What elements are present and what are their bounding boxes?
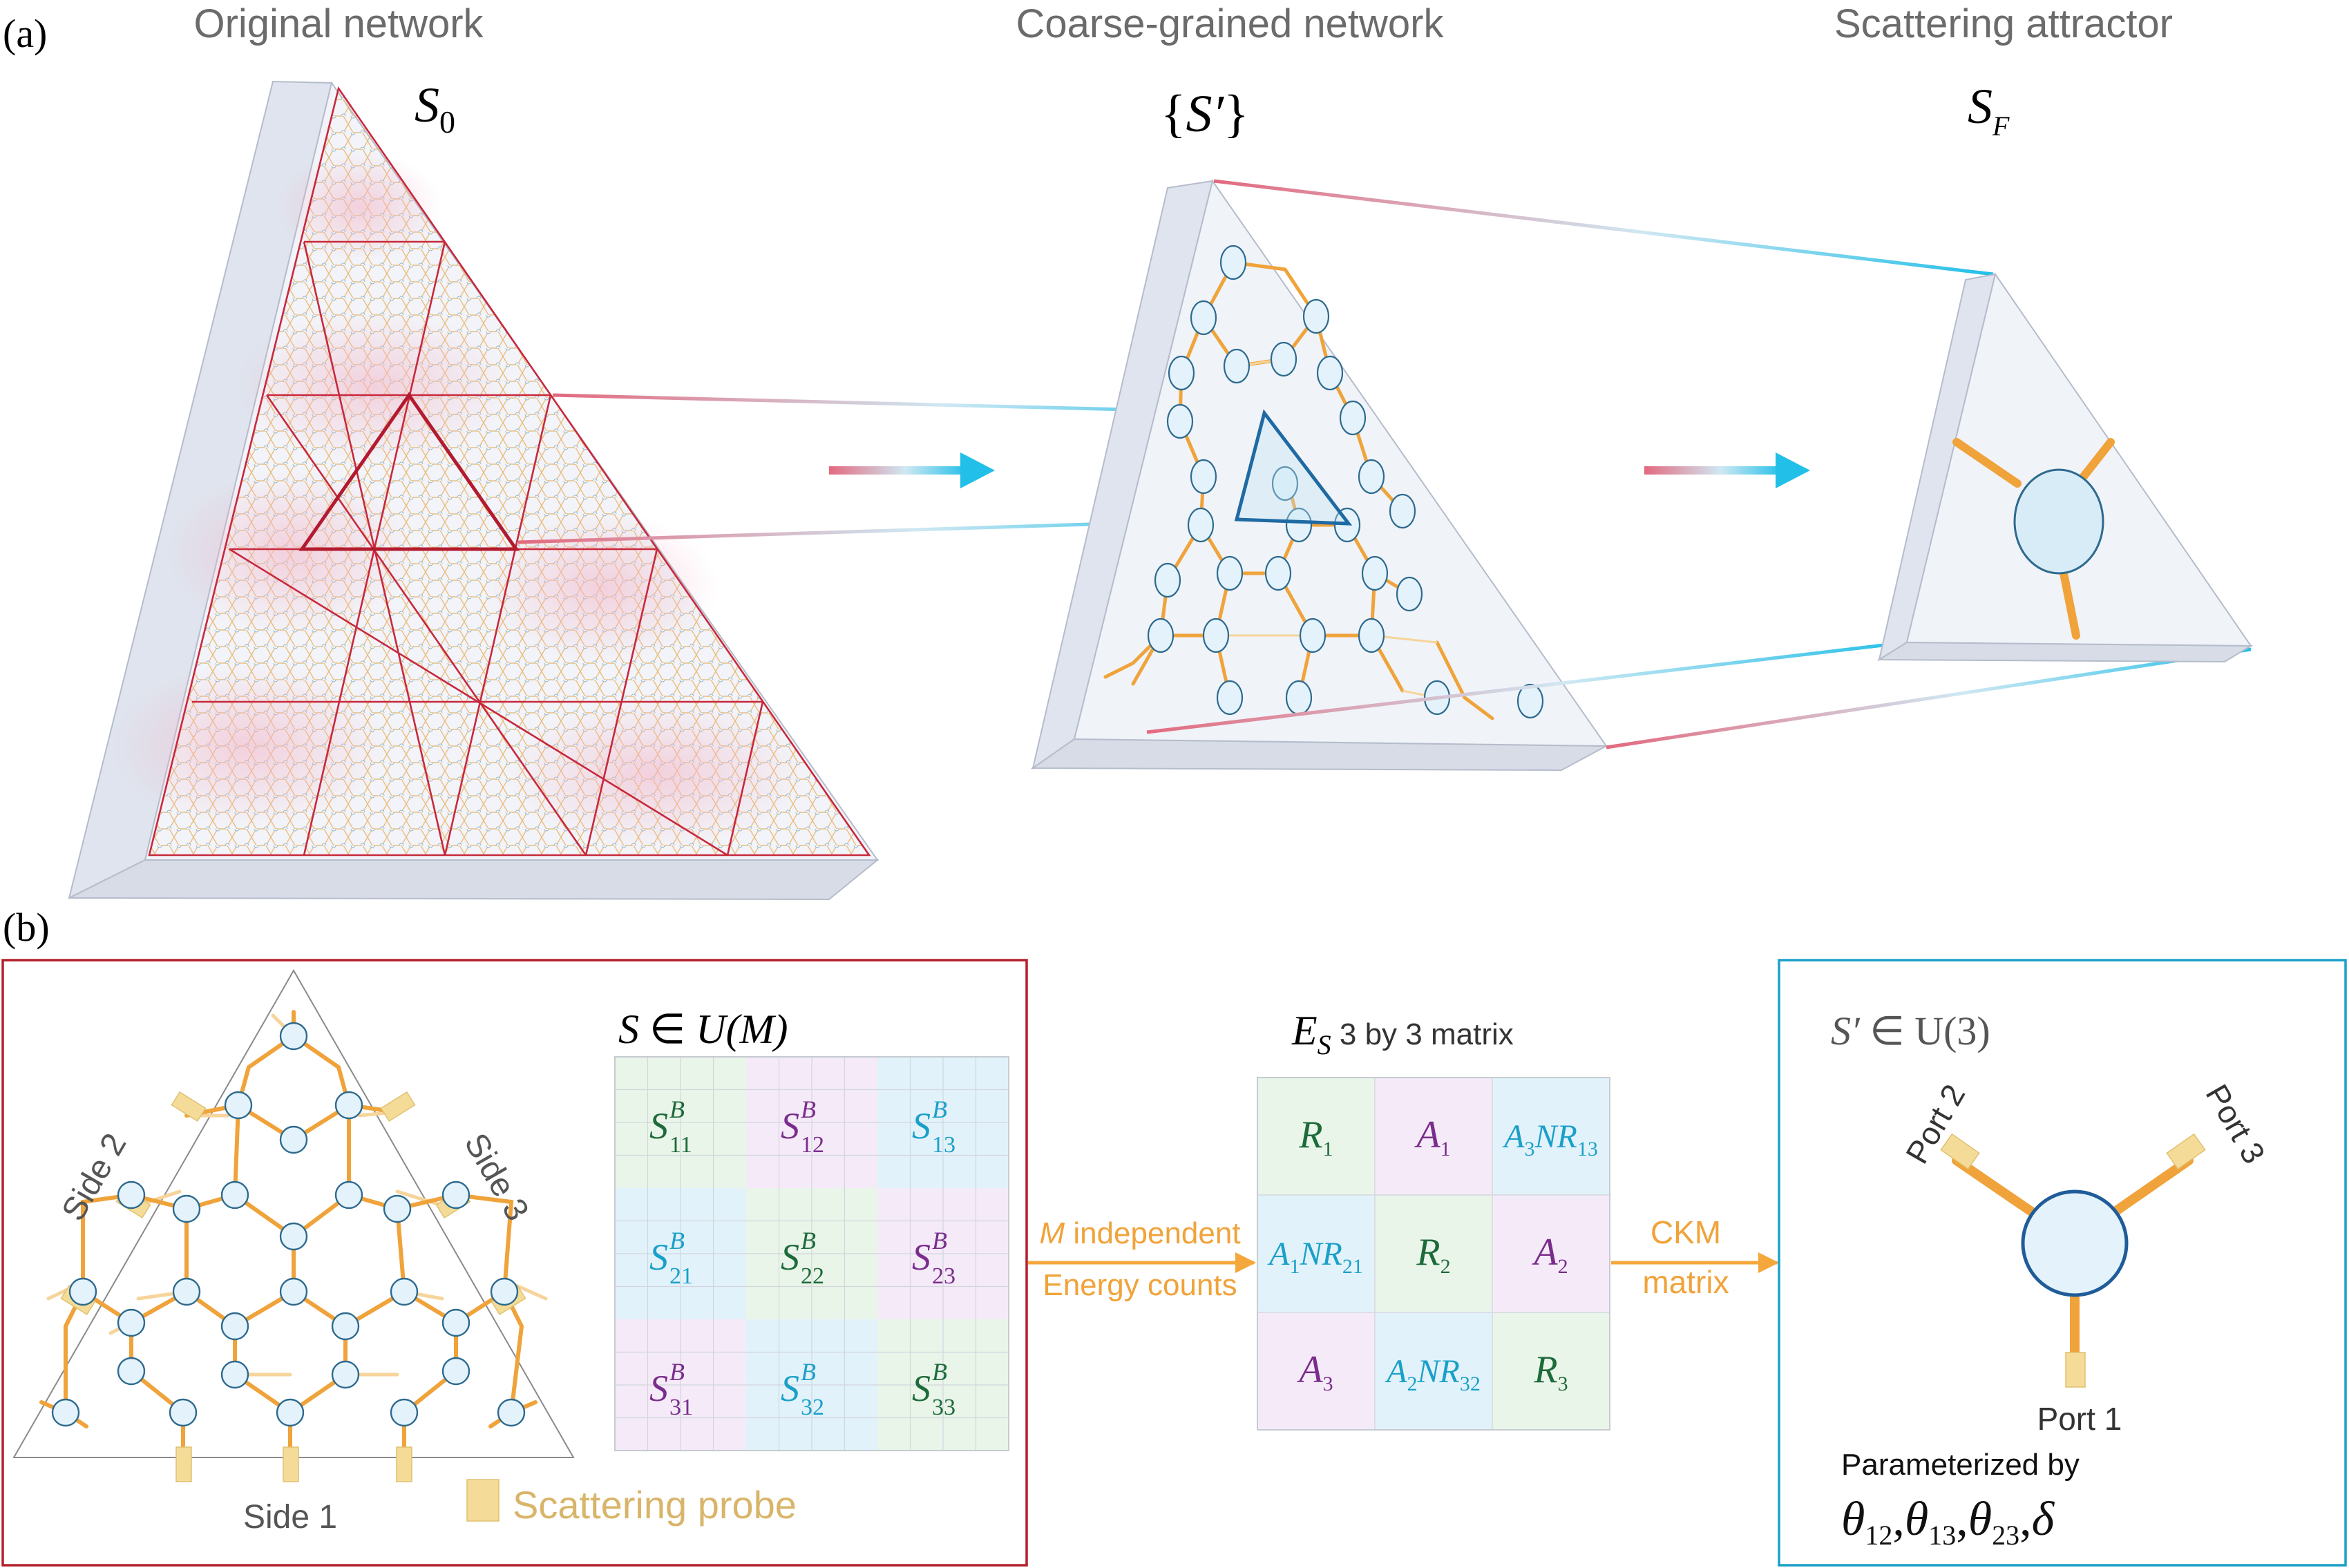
panel-a-label: (a) [3, 11, 47, 56]
probe-network-diagram [12, 968, 575, 1482]
svg-text:R3: R3 [1533, 1348, 1568, 1395]
svg-text:R2: R2 [1416, 1231, 1450, 1278]
svg-text:R1: R1 [1298, 1113, 1333, 1160]
port-3-label: Port 3 [2199, 1078, 2272, 1169]
svg-text:A2NR32: A2NR32 [1385, 1353, 1481, 1395]
scattering-attractor-prism [1876, 272, 2254, 663]
side-1-label: Side 1 [243, 1499, 337, 1536]
arrow-2-line-2: matrix [1642, 1264, 1729, 1300]
es-cell-23: A2 [1492, 1194, 1610, 1313]
stage-arrow-1 [829, 452, 995, 488]
projection-line-lower [1606, 647, 2252, 749]
port-2-probe [1940, 1133, 1980, 1170]
side-2-label: Side 2 [55, 1127, 134, 1227]
port-1-label: Port 1 [2037, 1401, 2122, 1437]
projection-line-middle [1146, 640, 1908, 734]
three-port-scatterer [1940, 1133, 2206, 1388]
svg-text:A3NR13: A3NR13 [1502, 1118, 1598, 1160]
probe-legend-swatch [466, 1479, 500, 1522]
svg-text:A3: A3 [1296, 1348, 1333, 1395]
es-cell-33: R3 [1492, 1312, 1610, 1431]
es-cell-21: A1NR21 [1257, 1194, 1376, 1313]
svg-text:A2: A2 [1531, 1231, 1568, 1278]
es-cell-11: R1 [1257, 1077, 1376, 1196]
title-original-network: Original network [193, 1, 484, 46]
side-3-label: Side 3 [457, 1127, 535, 1227]
title-scattering-attractor: Scattering attractor [1834, 1, 2173, 46]
arrow-1-line-2: Energy counts [1043, 1268, 1237, 1302]
scatterer-node [2021, 1189, 2129, 1297]
arrow-2-line-1: CKM [1651, 1214, 1721, 1250]
es-cell-31: A3 [1257, 1312, 1376, 1431]
s-prime-set-symbol: {S′} [1161, 85, 1249, 143]
attractor-frame [1778, 959, 2347, 1567]
arrow-1-line-1: M independent [1039, 1216, 1240, 1250]
stage-arrow-2 [1644, 452, 1810, 488]
ckm-parameters: θ12,θ13,θ23,δ [1841, 1493, 2055, 1551]
s0-symbol: S0 [415, 77, 455, 140]
svg-text:A1NR21: A1NR21 [1267, 1236, 1363, 1278]
title-coarse-grained-network: Coarse-grained network [1016, 1, 1445, 46]
sf-symbol: SF [1968, 79, 2010, 142]
es-cell-22: R2 [1374, 1194, 1493, 1313]
es-matrix-title: ES 3 by 3 matrix [1291, 1008, 1514, 1060]
s-matrix-title: S ∈ U(M) [618, 1006, 788, 1052]
probe-legend-label: Scattering probe [513, 1483, 797, 1527]
projection-line-upper [1213, 179, 1994, 276]
original-network-prism [68, 80, 879, 901]
port-1-probe [2065, 1352, 2086, 1388]
panel-b-label: (b) [3, 905, 50, 950]
es-cell-32: A2NR32 [1374, 1312, 1493, 1431]
s3-title: S′ ∈ U(3) [1831, 1008, 1990, 1053]
coarse-grained-prism [1030, 179, 1609, 772]
svg-text:A1: A1 [1414, 1113, 1450, 1160]
es-cell-13: A3NR13 [1492, 1077, 1610, 1196]
probe-network-frame [1, 959, 1028, 1567]
parameterized-by-label: Parameterized by [1841, 1448, 2080, 1482]
port-3-probe [2166, 1133, 2206, 1170]
es-cell-12: A1 [1374, 1077, 1493, 1196]
